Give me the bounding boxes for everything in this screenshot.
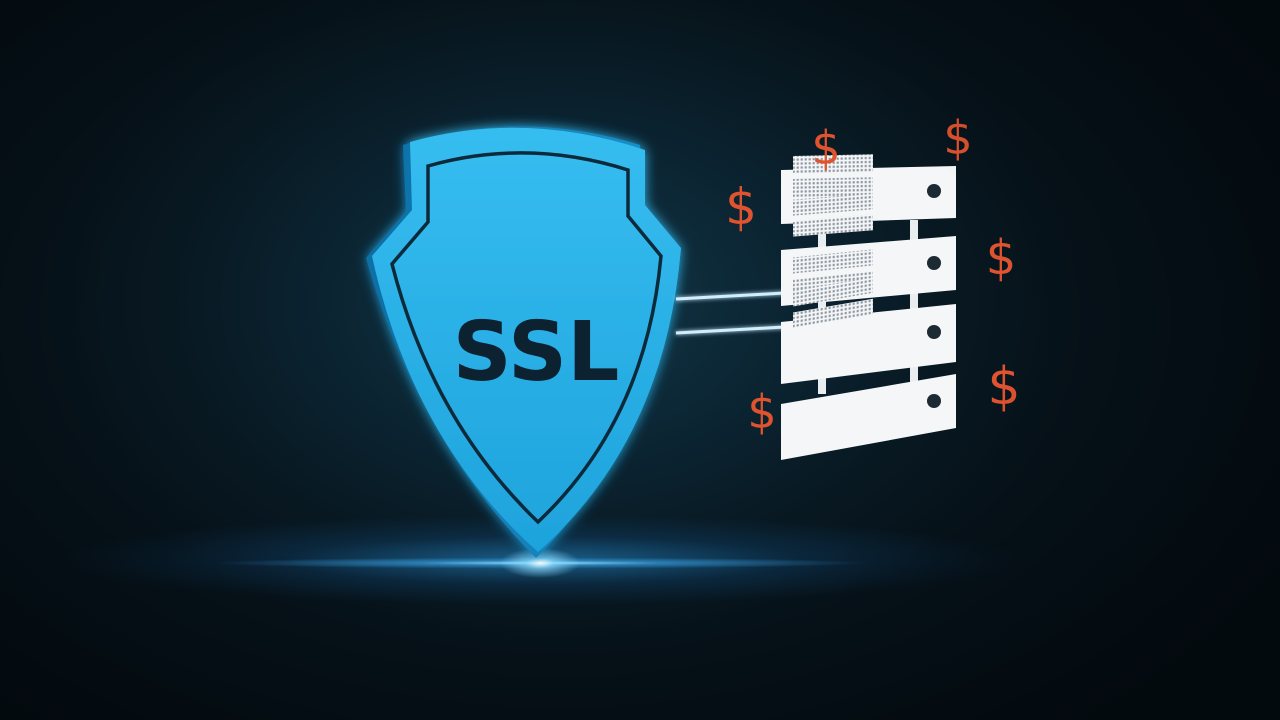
server-unit-4 xyxy=(781,276,956,460)
dollar-icon: $ xyxy=(943,111,972,165)
floor-glow xyxy=(0,480,1280,660)
dollar-icon: $ xyxy=(987,357,1020,417)
dollar-icon: $ xyxy=(811,121,840,175)
shield-label: SSL xyxy=(453,305,620,400)
dollar-signs: $ $ $ $ $ $ xyxy=(725,111,1020,439)
server-unit-3 xyxy=(781,249,956,384)
connection-lines xyxy=(675,291,786,335)
dollar-icon: $ xyxy=(986,230,1017,286)
dollar-icon: $ xyxy=(725,178,757,236)
shield-icon xyxy=(366,126,681,558)
server-rack-icon xyxy=(781,154,956,460)
dollar-icon: $ xyxy=(747,385,776,439)
